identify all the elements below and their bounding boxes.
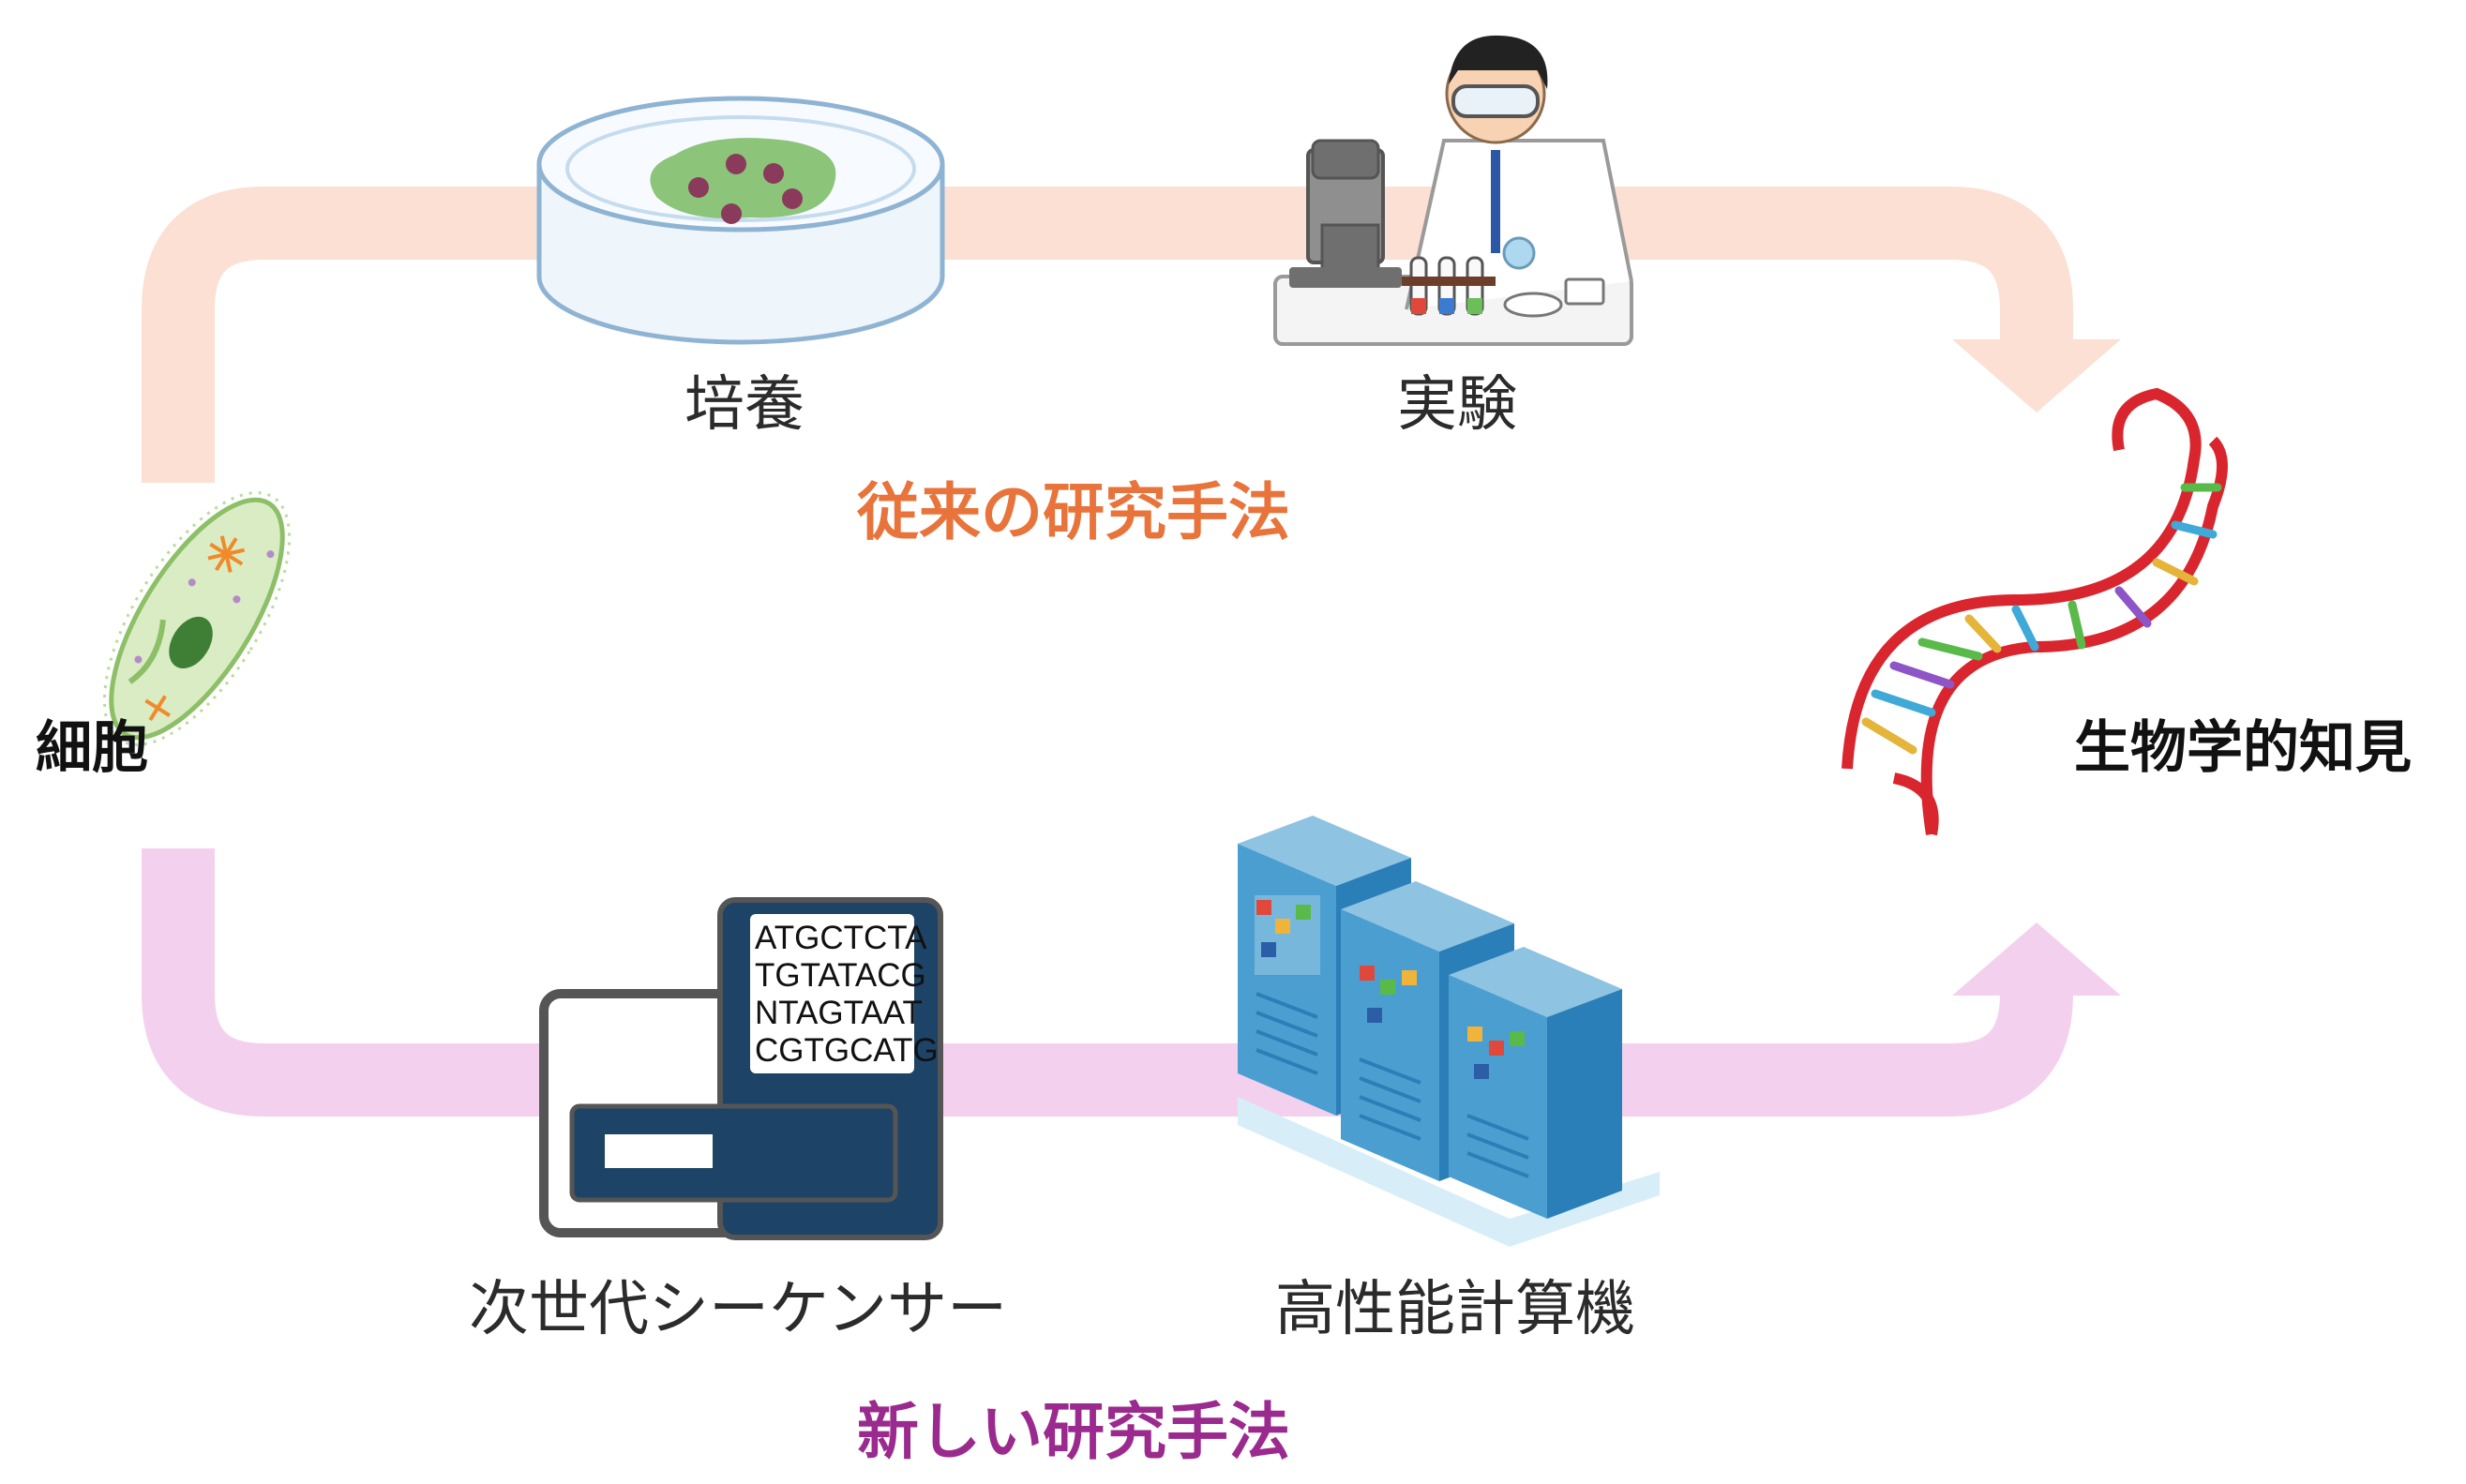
paramecium-icon [102, 491, 292, 746]
dna-helix-icon [1842, 387, 2228, 836]
step-label-hpc: 高性能計算機 [1275, 1275, 1635, 1344]
end-node-biological-insight: 生物学的知見 [2074, 715, 2412, 781]
modern-flow-arrow [142, 848, 2121, 1117]
start-node-cell: 細胞 [36, 715, 148, 781]
sequencer-icon: ATGCTCTA TGTATACG NTAGTAAT CGTGCATG [539, 897, 943, 1240]
step-label-culture: 培養 [684, 370, 804, 440]
supercomputer-icon [1238, 816, 1660, 1247]
conventional-flow-arrow [142, 187, 2121, 483]
sequence-line: ATGCTCTA [755, 920, 927, 956]
scientist-microscope-icon [1273, 35, 1633, 346]
step-label-sequencer: 次世代シーケンサー [469, 1275, 1008, 1344]
modern-method-title: 新しい研究手法 [857, 1396, 1290, 1468]
step-label-experiment: 実験 [1397, 370, 1517, 440]
sequence-line: NTAGTAAT [755, 995, 923, 1031]
sequence-line: TGTATACG [755, 957, 926, 994]
conventional-method-title: 従来の研究手法 [857, 476, 1290, 548]
sequence-line: CGTGCATG [755, 1032, 939, 1069]
petri-dish-icon [536, 96, 945, 345]
